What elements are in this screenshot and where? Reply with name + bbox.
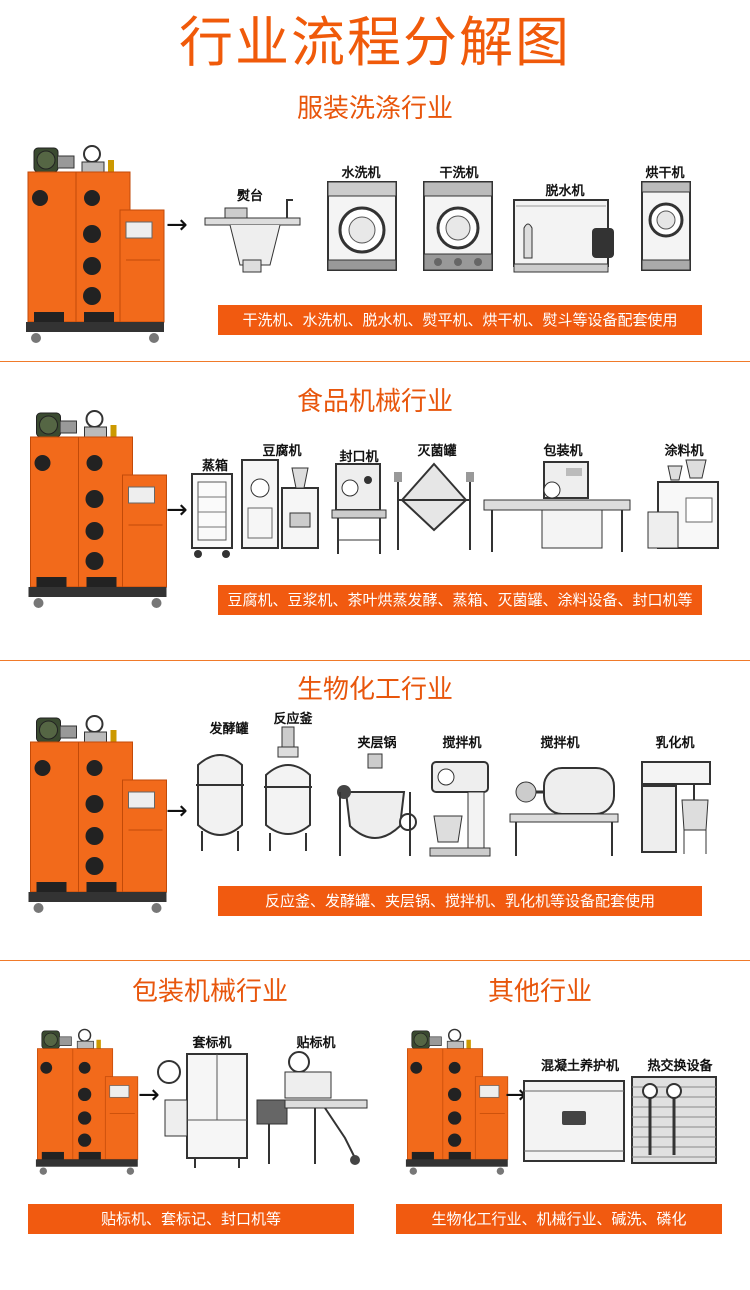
machine-label: 干洗机 xyxy=(439,166,479,181)
stand-mixer-image xyxy=(429,761,491,857)
arrow-icon: → xyxy=(505,1080,527,1110)
machine-label: 混凝土养护机 xyxy=(540,1059,619,1074)
section-divider xyxy=(0,361,750,362)
fermentation-tank-image xyxy=(196,754,244,851)
tumble-dryer-image xyxy=(641,181,691,271)
caption-bar-garment: 干洗机、水洗机、脱水机、熨平机、烘干机、熨斗等设备配套使用 xyxy=(218,305,702,335)
caption-bar-food: 豆腐机、豆浆机、茶叶烘蒸发酵、蒸箱、灭菌罐、涂料设备、封口机等 xyxy=(218,585,702,615)
machine-label: 脱水机 xyxy=(545,184,585,199)
machine-label: 反应釜 xyxy=(273,712,313,727)
ironing-table-image xyxy=(204,199,301,273)
caption-bar-bio: 反应釜、发酵罐、夹层锅、搅拌机、乳化机等设备配套使用 xyxy=(218,886,702,916)
coating-machine-image xyxy=(647,459,719,549)
machine-label: 搅拌机 xyxy=(540,736,580,751)
jacketed-kettle-image xyxy=(337,753,417,856)
machine-label: 蒸箱 xyxy=(201,459,228,474)
machine-label: 包装机 xyxy=(543,444,583,459)
caption-bar-other: 生物化工行业、机械行业、碱洗、磷化 xyxy=(396,1204,722,1234)
section-divider xyxy=(0,960,750,961)
steam-boiler-image xyxy=(35,1028,139,1176)
machine-label: 涂料机 xyxy=(664,444,704,459)
section-divider xyxy=(0,660,750,661)
steam-boiler-image xyxy=(27,410,168,609)
section-title-garment: 服装洗涤行业 xyxy=(296,94,453,124)
machine-label: 烘干机 xyxy=(645,166,685,181)
section-title-packaging: 包装机械行业 xyxy=(131,977,288,1007)
machine-label: 豆腐机 xyxy=(262,444,302,459)
washing-machine-image xyxy=(326,180,398,272)
sealing-machine-image xyxy=(331,463,387,554)
machine-label: 水洗机 xyxy=(341,166,381,181)
machine-label: 灭菌罐 xyxy=(417,444,457,459)
section-title-bio: 生物化工行业 xyxy=(296,675,453,705)
machine-label: 热交换设备 xyxy=(647,1059,713,1074)
heat-exchanger-image xyxy=(631,1076,717,1164)
arrow-icon: → xyxy=(138,1080,160,1110)
arrow-icon: → xyxy=(166,796,188,826)
machine-label: 贴标机 xyxy=(296,1036,336,1051)
arrow-icon: → xyxy=(166,495,188,525)
sleeve-labeling-machine-image xyxy=(157,1053,248,1168)
concrete-curing-machine-image xyxy=(523,1080,625,1162)
steam-boiler-image xyxy=(25,145,165,344)
arrow-icon: → xyxy=(166,210,188,240)
machine-label: 夹层锅 xyxy=(357,736,397,751)
emulsifier-image xyxy=(641,761,711,854)
machine-label: 发酵罐 xyxy=(209,722,249,737)
section-title-other: 其他行业 xyxy=(487,977,592,1007)
caption-bar-packaging: 贴标机、套标记、封口机等 xyxy=(28,1204,354,1234)
section-title-food: 食品机械行业 xyxy=(296,387,453,417)
machine-label: 搅拌机 xyxy=(442,736,482,751)
page-title: 行业流程分解图 xyxy=(179,11,571,74)
steam-boiler-image xyxy=(405,1028,509,1176)
drum-mixer-image xyxy=(509,767,619,856)
machine-label: 套标机 xyxy=(192,1036,232,1051)
sterilization-tank-image xyxy=(394,462,474,550)
dry-cleaning-machine-image xyxy=(423,181,493,271)
spin-dryer-image xyxy=(513,199,614,273)
machine-label: 封口机 xyxy=(339,450,379,465)
tofu-machine-image xyxy=(241,459,319,549)
labeling-machine-image xyxy=(256,1051,368,1165)
machine-label: 熨台 xyxy=(236,189,263,204)
packaging-machine-image xyxy=(483,461,631,552)
machine-label: 乳化机 xyxy=(655,736,695,751)
steam-box-image xyxy=(191,473,233,558)
steam-boiler-image xyxy=(27,715,168,914)
reaction-kettle-image xyxy=(264,726,312,851)
